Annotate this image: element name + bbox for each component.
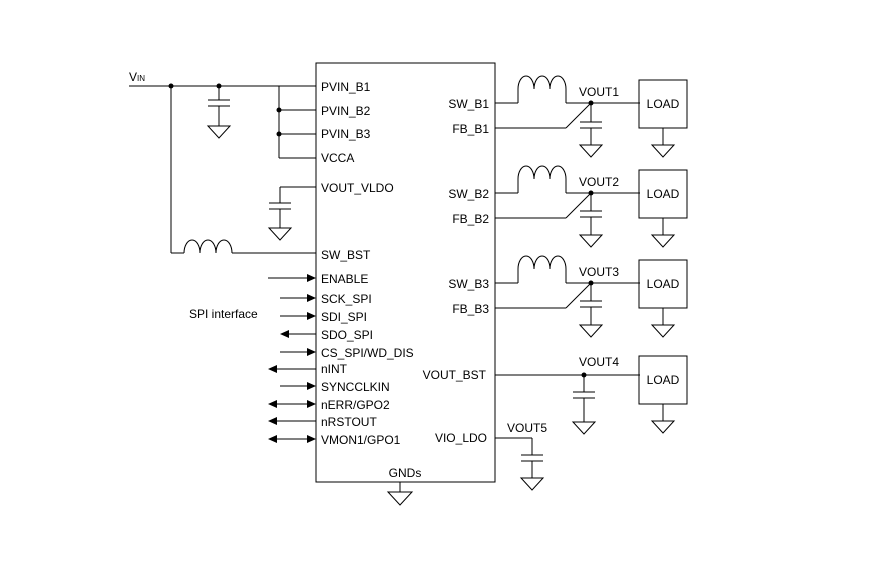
- ground-icon: [650, 234, 676, 248]
- chip-left-top-pins: PVIN_B1 PVIN_B2 PVIN_B3 VCCA: [321, 80, 371, 165]
- pin-label-syncclkin: SYNCCLKIN: [321, 380, 390, 394]
- input-capacitor: [206, 86, 232, 139]
- ground-icon: [578, 234, 604, 248]
- vout4-label: VOUT4: [579, 355, 619, 369]
- pin-label-pvin-b1: PVIN_B1: [321, 80, 371, 94]
- pin-label-vout-vldo: VOUT_VLDO: [321, 181, 394, 195]
- boost-inductor: [183, 239, 233, 254]
- pin-label-enable: ENABLE: [321, 272, 368, 286]
- ground-icon: [267, 227, 293, 241]
- pin-label-vio-ldo: VIO_LDO: [435, 431, 487, 445]
- pin-label-sdi-spi: SDI_SPI: [321, 310, 367, 324]
- buck-3-output: VOUT3 LOAD: [495, 255, 688, 338]
- buck-2-output: VOUT2 LOAD: [495, 165, 688, 248]
- vout5-label: VOUT5: [507, 421, 547, 435]
- vout2-label: VOUT2: [579, 175, 619, 189]
- ground-icon: [519, 477, 545, 491]
- pin-label-sw-bst: SW_BST: [321, 248, 371, 262]
- pin-label-sw-b1: SW_B1: [448, 97, 489, 111]
- buck-2-inductor: [517, 165, 567, 180]
- vout1-label: VOUT1: [579, 85, 619, 99]
- pin-label-nint: nINT: [321, 362, 348, 376]
- load-1-label: LOAD: [647, 97, 680, 111]
- pin-label-vout-bst: VOUT_BST: [423, 368, 487, 382]
- pin-label-pvin-b2: PVIN_B2: [321, 104, 371, 118]
- pin-label-sw-b3: SW_B3: [448, 277, 489, 291]
- buck-1-output: VOUT1 LOAD: [495, 75, 688, 158]
- ground-icon: [650, 420, 676, 434]
- pin-label-vmon1-gpo1: VMON1/GPO1: [321, 433, 401, 447]
- pin-label-fb-b2: FB_B2: [452, 212, 489, 226]
- load-2-label: LOAD: [647, 187, 680, 201]
- pin-label-cs-spi-wd-dis: CS_SPI/WD_DIS: [321, 346, 414, 360]
- pin-label-fb-b1: FB_B1: [452, 122, 489, 136]
- vio-ldo-output: VOUT5: [495, 421, 547, 491]
- ground-icon: [578, 324, 604, 338]
- pin-label-sw-b2: SW_B2: [448, 187, 489, 201]
- vldo-capacitor: [267, 186, 316, 241]
- ground-icon: [650, 144, 676, 158]
- chip-io-pins: ENABLE SCK_SPI SDI_SPI SDO_SPI CS_SPI/WD…: [321, 272, 414, 447]
- vout3-label: VOUT3: [579, 265, 619, 279]
- ground-icon: [386, 491, 414, 506]
- spi-interface-label: SPI interface: [189, 307, 258, 321]
- pin-label-sck-spi: SCK_SPI: [321, 292, 372, 306]
- boost-output: VOUT4 LOAD: [495, 355, 688, 435]
- pin-label-nerr-gpo2: nERR/GPO2: [321, 398, 390, 412]
- load-3-label: LOAD: [647, 277, 680, 291]
- ground-icon: [571, 421, 597, 435]
- vin-label: VIN: [129, 70, 145, 84]
- pin-label-fb-b3: FB_B3: [452, 302, 489, 316]
- ground-icon: [650, 324, 676, 338]
- pin-label-sdo-spi: SDO_SPI: [321, 328, 373, 342]
- vin-network: [129, 83, 316, 254]
- load-4-label: LOAD: [647, 373, 680, 387]
- buck-3-inductor: [517, 255, 567, 270]
- ground-icon: [578, 144, 604, 158]
- pin-label-vcca: VCCA: [321, 151, 354, 165]
- io-arrows: [268, 274, 316, 443]
- chip-right-pins: SW_B1 FB_B1 SW_B2 FB_B2 SW_B3 FB_B3 VOUT…: [423, 97, 490, 445]
- ground-icon: [206, 125, 232, 139]
- chip-gnd-label: GNDs: [389, 466, 422, 480]
- pin-label-pvin-b3: PVIN_B3: [321, 127, 371, 141]
- chip-ground: [386, 482, 414, 506]
- buck-1-inductor: [517, 75, 567, 90]
- pin-label-nrstout: nRSTOUT: [321, 415, 377, 429]
- pmic-chip-body: [315, 62, 496, 483]
